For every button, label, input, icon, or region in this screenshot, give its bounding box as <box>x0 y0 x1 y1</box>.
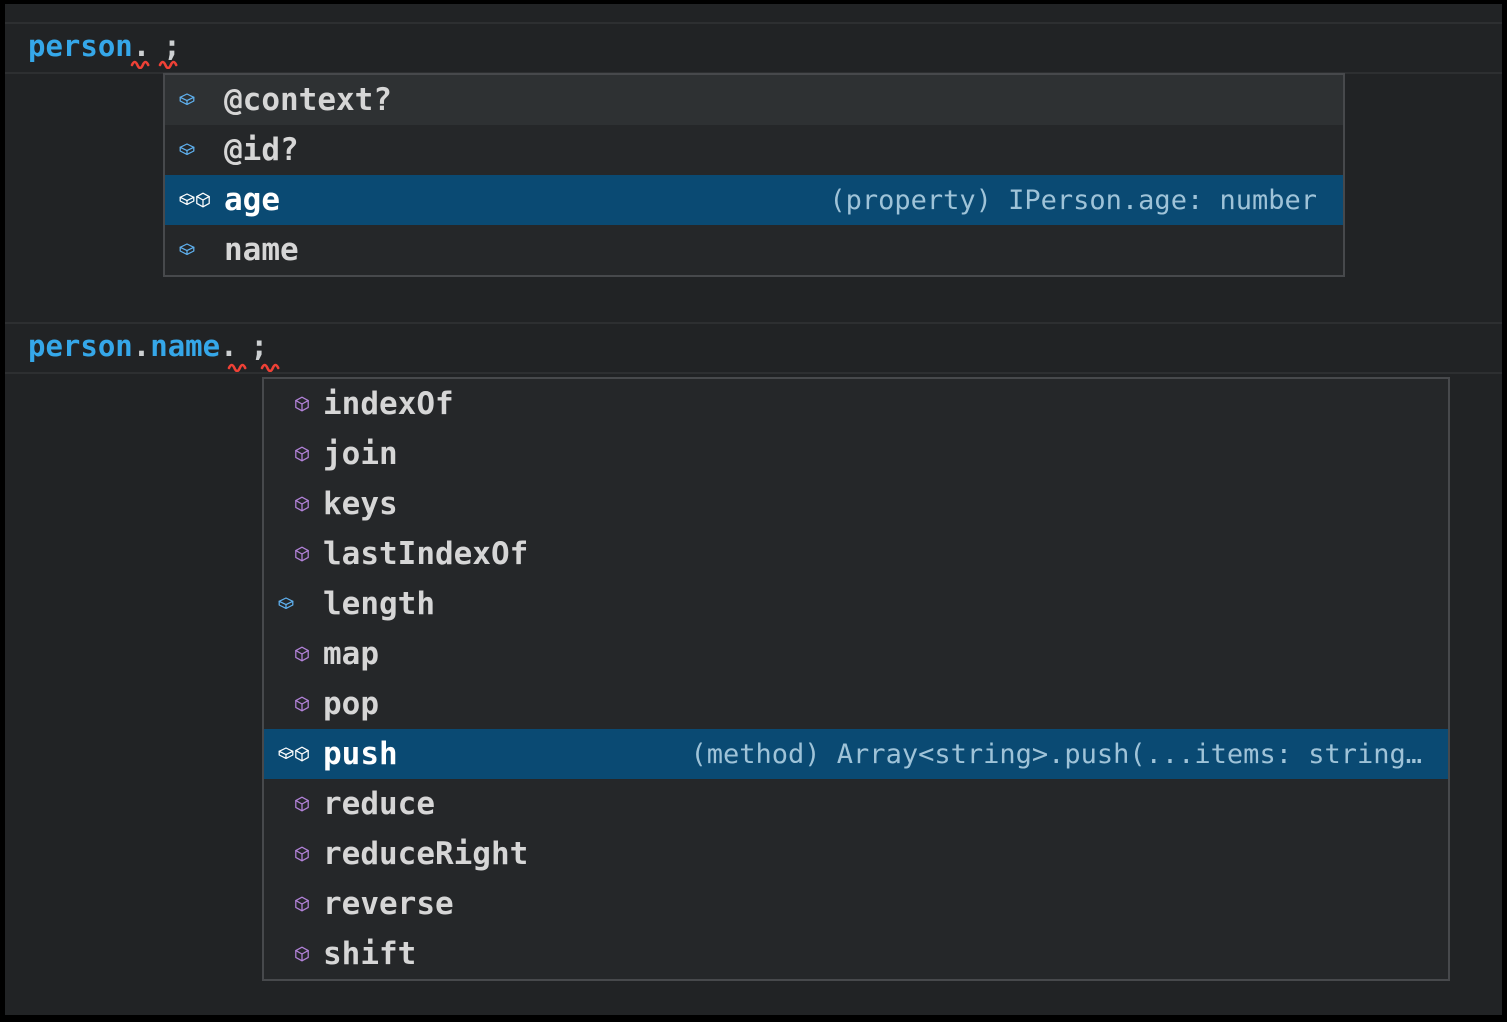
symbol-method-icon <box>295 646 309 662</box>
suggestion-label: @id? <box>224 132 299 168</box>
suggestion-label: age <box>224 182 280 218</box>
suggest-item[interactable]: map <box>264 629 1448 679</box>
suggestion-label: @context? <box>224 82 392 118</box>
suggest-item[interactable]: shift <box>264 929 1448 979</box>
symbol-field-icon <box>278 597 294 610</box>
suggest-widget-fields[interactable]: @context? @id? <box>163 73 1345 277</box>
suggestion-label: length <box>323 586 435 622</box>
suggestion-label: reverse <box>323 886 454 922</box>
symbol-method-icon <box>196 192 210 208</box>
suggest-item[interactable]: reduceRight <box>264 829 1448 879</box>
symbol-method-icon <box>295 446 309 462</box>
suggestion-label: reduceRight <box>323 836 529 872</box>
symbol-method-icon <box>195 134 211 166</box>
symbol-method-icon <box>195 84 211 116</box>
suggest-item[interactable]: @context? <box>165 75 1343 125</box>
code-token: person <box>28 29 133 63</box>
symbol-field-icon <box>179 243 195 256</box>
symbol-field-icon <box>278 888 294 920</box>
suggest-item[interactable]: length <box>264 579 1448 629</box>
suggestion-label: keys <box>323 486 398 522</box>
suggest-item[interactable]: lastIndexOf <box>264 529 1448 579</box>
suggestion-label: join <box>323 436 398 472</box>
error-squiggle <box>260 363 280 372</box>
suggest-item[interactable]: age (property) IPerson.age: number <box>165 175 1343 225</box>
symbol-field-icon <box>278 747 294 760</box>
symbol-field-icon <box>278 438 294 470</box>
symbol-field-icon <box>179 143 195 156</box>
code-token: . <box>132 329 151 363</box>
suggest-item[interactable]: push (method) Array<string>.push(...item… <box>264 729 1448 779</box>
suggest-item[interactable]: reverse <box>264 879 1448 929</box>
symbol-method-icon <box>295 496 309 512</box>
symbol-method-icon <box>294 588 310 620</box>
suggestion-label: pop <box>323 686 379 722</box>
suggestion-detail: (method) Array<string>.push(...items: st… <box>690 738 1423 770</box>
code-token: person <box>28 329 133 363</box>
suggestion-label: name <box>224 232 299 268</box>
suggest-item[interactable]: reduce <box>264 779 1448 829</box>
suggest-item[interactable]: keys <box>264 479 1448 529</box>
suggest-item[interactable]: join <box>264 429 1448 479</box>
suggestion-label: lastIndexOf <box>323 536 529 572</box>
symbol-method-icon <box>195 234 211 266</box>
symbol-method-icon <box>295 396 309 412</box>
symbol-field-icon <box>278 938 294 970</box>
suggestion-label: shift <box>323 936 417 972</box>
symbol-method-icon <box>295 946 309 962</box>
symbol-field-icon <box>278 488 294 520</box>
symbol-method-icon <box>295 696 309 712</box>
code-token: ; <box>163 29 181 63</box>
code-editor[interactable]: person.; person.name.; @context? <box>5 4 1502 1015</box>
code-token: . <box>220 329 238 363</box>
error-squiggle <box>158 60 178 69</box>
suggestion-label: map <box>323 636 379 672</box>
suggest-item[interactable]: @id? <box>165 125 1343 175</box>
suggest-item[interactable]: name <box>165 225 1343 275</box>
error-squiggle <box>227 363 247 372</box>
error-squiggle <box>130 60 150 69</box>
symbol-method-icon <box>295 846 309 862</box>
symbol-method-icon <box>295 896 309 912</box>
suggest-widget-string-members[interactable]: indexOf join <box>262 377 1450 981</box>
suggest-item[interactable]: pop <box>264 679 1448 729</box>
symbol-method-icon <box>295 546 309 562</box>
symbol-field-icon <box>278 838 294 870</box>
code-token: name <box>150 329 221 363</box>
suggestion-label: push <box>323 736 398 772</box>
symbol-field-icon <box>278 388 294 420</box>
symbol-field-icon <box>278 638 294 670</box>
code-line-1[interactable]: person.; <box>28 22 181 70</box>
symbol-method-icon <box>295 746 309 762</box>
suggestion-label: reduce <box>323 786 435 822</box>
code-token: ; <box>250 329 269 363</box>
symbol-field-icon <box>278 688 294 720</box>
symbol-field-icon <box>278 538 294 570</box>
code-token: . <box>132 29 151 63</box>
current-line-highlight <box>5 22 1502 74</box>
suggestion-label: indexOf <box>323 386 454 422</box>
symbol-field-icon <box>179 193 195 206</box>
current-line-highlight <box>5 322 1502 374</box>
symbol-field-icon <box>278 788 294 820</box>
symbol-method-icon <box>295 796 309 812</box>
code-line-2[interactable]: person.name.; <box>28 322 268 370</box>
symbol-field-icon <box>179 93 195 106</box>
suggestion-detail: (property) IPerson.age: number <box>829 184 1317 216</box>
suggest-item[interactable]: indexOf <box>264 379 1448 429</box>
